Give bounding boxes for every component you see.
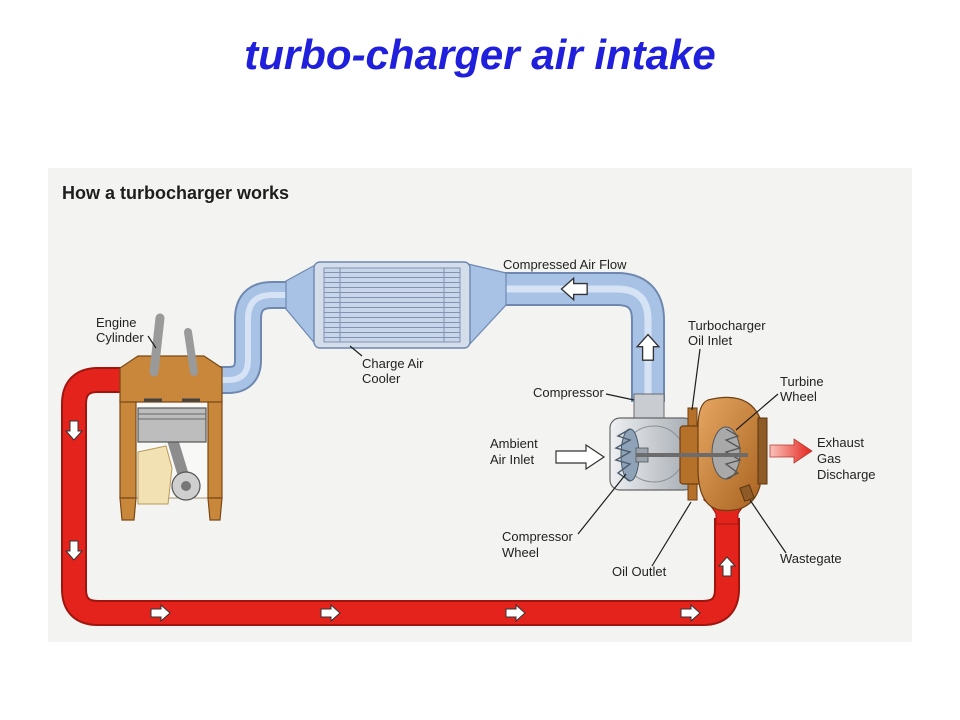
label-turbine-wheel-line1: Turbine (780, 374, 824, 389)
cooled-air-pipe-highlight (208, 292, 290, 383)
label-pointers (147, 335, 787, 567)
cooler-inlet-cone (285, 262, 318, 348)
pointer-compressor (605, 393, 635, 401)
valve-stem (184, 328, 198, 376)
intake-pipe (208, 262, 665, 402)
diagram-labels: Compressed Air Flow Engine Cylinder Turb… (96, 257, 876, 579)
label-wastegate: Wastegate (780, 551, 842, 566)
exhaust-discharge-arrow (769, 438, 813, 464)
compressed-air-pipe-highlight (500, 285, 652, 402)
label-oil-outlet: Oil Outlet (612, 564, 667, 579)
label-exhaust-gas-discharge-line1: Exhaust (817, 435, 864, 450)
label-charge-air-cooler-line1: Charge Air (362, 356, 424, 371)
crankcase-leg-right (207, 497, 223, 521)
label-engine-cylinder-line1: Engine (96, 315, 136, 330)
charge-air-cooler (313, 261, 471, 349)
label-compressor: Compressor (533, 385, 604, 400)
slide-title: turbo-charger air intake (244, 31, 716, 78)
crankcase-counterweight (137, 445, 173, 505)
label-turbine-wheel-line2: Wheel (780, 389, 817, 404)
pointer-wastegate (749, 499, 787, 554)
label-oil-inlet-line1: Turbocharger (688, 318, 766, 333)
label-engine-cylinder-line2: Cylinder (96, 330, 144, 345)
oil-inlet-tube (687, 407, 698, 429)
engine-cylinder (119, 313, 223, 521)
cylinder-wall-right (207, 399, 223, 499)
exhaust-pipe-body (63, 369, 738, 624)
cooler-core-fins (323, 267, 461, 343)
compressor-outlet-neck (633, 393, 665, 421)
label-exhaust-gas-discharge-line2: Gas (817, 451, 841, 466)
pointer-oil-outlet (651, 501, 692, 567)
label-compressor-wheel-line2: Wheel (502, 545, 539, 560)
pointer-turbine-wheel (735, 393, 779, 431)
cylinder-wall-left (119, 399, 137, 499)
wastegate-valve (739, 484, 755, 502)
cylinder-head (119, 355, 223, 403)
pointer-oil-inlet (691, 348, 701, 411)
label-compressor-wheel-line1: Compressor (502, 529, 573, 544)
oil-outlet-tube (687, 481, 698, 501)
label-ambient-air-inlet-line1: Ambient (490, 436, 538, 451)
label-compressed-air-flow: Compressed Air Flow (503, 257, 627, 272)
piston (137, 407, 207, 443)
valve-stem (149, 313, 165, 377)
label-ambient-air-inlet-line2: Air Inlet (490, 452, 534, 467)
exhaust-outlet-flange (757, 417, 768, 485)
compressor-wheel-blades (614, 428, 632, 482)
pointer-charge-air-cooler (349, 345, 363, 357)
label-charge-air-cooler-line2: Cooler (362, 371, 401, 386)
turbocharger-diagram-svg: How a turbocharger works (61, 183, 876, 626)
pointer-engine-cylinder (147, 335, 157, 349)
turbine-wheel-blades (724, 428, 742, 480)
label-exhaust-gas-discharge-line3: Discharge (817, 467, 876, 482)
crank-pin (181, 481, 191, 491)
cooler-outlet-cone (467, 263, 507, 348)
crankcase-leg-left (119, 497, 137, 521)
diagram-heading: How a turbocharger works (62, 183, 289, 203)
ambient-air-inlet-arrow (555, 443, 606, 471)
label-oil-inlet-line2: Oil Inlet (688, 333, 732, 348)
pointer-compressor-wheel (577, 473, 627, 535)
turbocharger (609, 393, 768, 512)
turbocharger-diagram: How a turbocharger works (48, 168, 912, 642)
